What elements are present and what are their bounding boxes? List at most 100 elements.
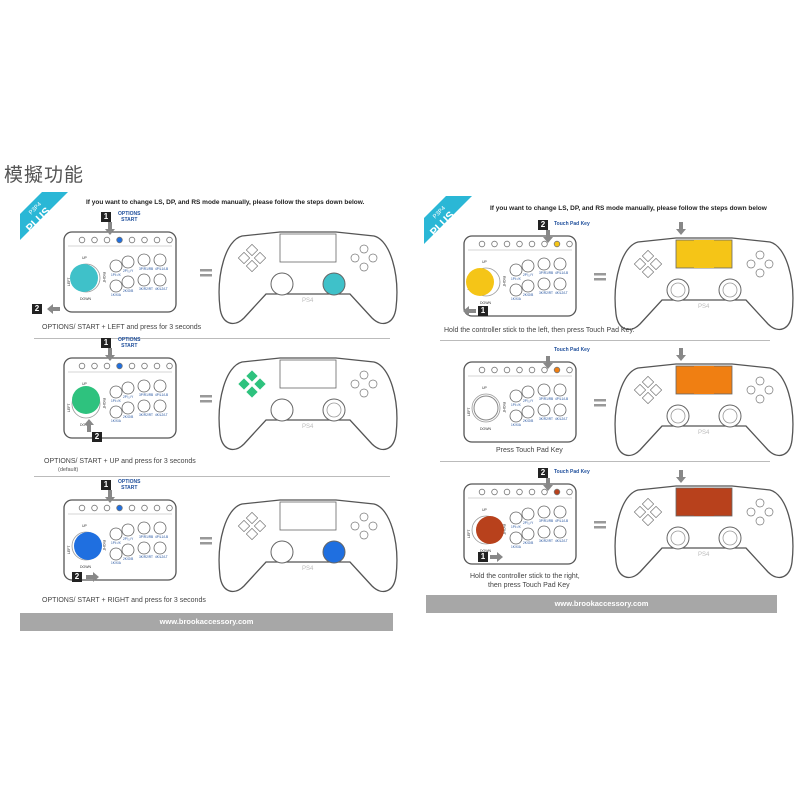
stick-up-label: UP: [82, 382, 88, 386]
face-button: [368, 379, 378, 389]
touch-pad-key-label: Touch Pad Key: [554, 469, 590, 475]
action-button-label: 1P/□/X: [111, 541, 122, 545]
equals-sign: [594, 521, 606, 529]
stick-right-label: RIGHT: [502, 524, 506, 536]
action-button-label: 2K/O/B: [523, 293, 533, 297]
down-arrow: [543, 230, 553, 243]
top-function-button: [166, 504, 173, 512]
top-function-button: [103, 504, 111, 512]
action-button-label: 4P/L1/LB: [155, 267, 168, 271]
step-2-badge: 2: [32, 304, 42, 314]
top-function-button: [116, 504, 123, 512]
stick-down-label: DOWN: [480, 549, 492, 553]
step-2-badge: 2: [92, 432, 102, 442]
touch-pad: [279, 501, 337, 531]
left-step-1-caption: OPTIONS/ START + LEFT and press for 3 se…: [42, 324, 202, 331]
top-function-button: [153, 236, 161, 244]
dpad-button: [641, 375, 655, 389]
face-button: [368, 253, 378, 263]
right-footer-bar: www.brookaccessory.com: [426, 595, 777, 613]
action-button-label: 3K/R2/RT: [139, 555, 153, 559]
stick-left-label: LEFT: [67, 545, 71, 554]
action-button-label: 1P/□/X: [511, 277, 522, 281]
dpad-button: [253, 251, 267, 265]
top-function-button: [528, 240, 536, 248]
right-analog-stick: [322, 272, 346, 296]
action-button-label: 4K/L2/LT: [155, 287, 168, 291]
action-button: [553, 525, 567, 539]
dpad-button: [245, 527, 259, 541]
top-function-button: [516, 488, 523, 496]
plus-brand-badge: P3P4 PLUS: [20, 192, 80, 240]
ps4-controller-diagram: PS4: [614, 237, 794, 331]
action-button: [509, 389, 523, 403]
stick-right-label: RIGHT: [102, 540, 106, 552]
action-button: [521, 527, 535, 541]
stick-right-label: RIGHT: [102, 398, 106, 410]
top-function-button: [553, 240, 561, 248]
top-function-button: [128, 504, 136, 512]
action-button: [121, 255, 135, 269]
right-analog-stick: [322, 540, 346, 564]
action-button-label: 3P/R1/RB: [139, 535, 153, 539]
action-button: [121, 275, 135, 289]
action-button: [537, 277, 551, 291]
action-button: [137, 521, 151, 535]
left-footer-bar: www.brookaccessory.com: [20, 613, 393, 631]
right-analog-stick: [322, 398, 346, 422]
top-function-button: [541, 366, 548, 374]
action-button-label: 1K/X/A: [111, 561, 122, 565]
left-step-2-subcaption: (default): [58, 467, 79, 473]
action-button-label: 4P/L1/LB: [555, 271, 568, 275]
action-button: [521, 507, 535, 521]
dpad-button: [238, 378, 250, 390]
action-button: [109, 547, 123, 561]
top-function-button: [141, 504, 148, 512]
top-function-button: [566, 240, 573, 248]
top-function-button: [478, 366, 486, 374]
ps4-label: PS4: [698, 304, 710, 310]
top-function-button: [103, 236, 111, 244]
top-function-button: [91, 236, 98, 244]
face-button: [755, 250, 765, 260]
action-button: [121, 543, 135, 557]
action-button-label: 3P/R1/RB: [539, 397, 553, 401]
action-button-label: 4P/L1/LB: [155, 393, 168, 397]
action-button: [137, 253, 151, 267]
top-function-button: [541, 240, 548, 248]
action-button: [509, 511, 523, 525]
action-button-label: 2K/O/B: [123, 289, 133, 293]
face-button: [359, 370, 369, 380]
top-function-button: [91, 362, 98, 370]
action-button: [121, 381, 135, 395]
equals-sign: [200, 269, 212, 277]
action-button-label: 2K/O/B: [523, 419, 533, 423]
right-analog-stick: [718, 526, 742, 550]
action-button: [521, 259, 535, 273]
face-button: [755, 376, 765, 386]
action-button-label: 1K/X/A: [511, 545, 522, 549]
top-function-button: [116, 362, 123, 370]
equals-sign: [200, 537, 212, 545]
stick-down-label: DOWN: [80, 297, 92, 301]
stick-left-label: LEFT: [467, 407, 471, 416]
stick-up-label: UP: [82, 524, 88, 528]
touch-pad-key-label: Touch Pad Key: [554, 347, 590, 353]
stick-down-label: DOWN: [480, 427, 492, 431]
step-1-badge: 1: [101, 338, 111, 348]
step-2-badge: 2: [538, 468, 548, 478]
top-function-button: [91, 504, 98, 512]
step-1-badge: 1: [101, 480, 111, 490]
stick-right-label: RIGHT: [102, 272, 106, 284]
dpad-button: [633, 257, 647, 271]
top-function-button: [566, 488, 573, 496]
action-button: [553, 257, 567, 271]
stick-down-label: DOWN: [480, 301, 492, 305]
down-arrow: [676, 348, 686, 361]
action-button-label: 2K/O/B: [123, 415, 133, 419]
left-intro-text: If you want to change LS, DP, and RS mod…: [86, 199, 365, 206]
face-button: [755, 394, 765, 404]
step-1-badge: 1: [478, 306, 488, 316]
